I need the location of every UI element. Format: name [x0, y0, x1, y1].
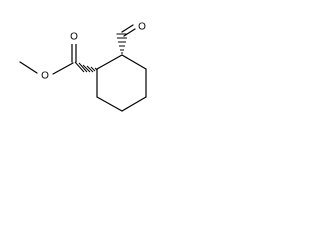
- ring-bond-c4-c5: [121, 96, 147, 112]
- hashed-wedge-bond-ester: [74, 61, 98, 73]
- ring-bond-c1-c2: [96, 54, 123, 70]
- ester-group: [19, 41, 77, 75]
- hashed-wedge-bond-aldehyde: [116, 33, 128, 54]
- aldehyde-double-bond-b: [123, 28, 136, 37]
- ester-ether-oxygen-label: O: [41, 71, 49, 82]
- ring-bond-c5-c6: [96, 96, 123, 112]
- aldehyde-oxygen-label: O: [138, 22, 146, 33]
- cyclohexane-ring: [96, 54, 147, 112]
- ester-c-o-bond: [52, 62, 74, 75]
- methoxy-bond: [19, 61, 38, 74]
- aldehyde-group: [121, 24, 136, 37]
- molecule-structure-diagram: O O O: [19, 20, 148, 112]
- ester-carbonyl-oxygen-label: O: [70, 32, 78, 43]
- ring-bond-c2-c3: [121, 54, 147, 70]
- aldehyde-double-bond-a: [121, 24, 134, 33]
